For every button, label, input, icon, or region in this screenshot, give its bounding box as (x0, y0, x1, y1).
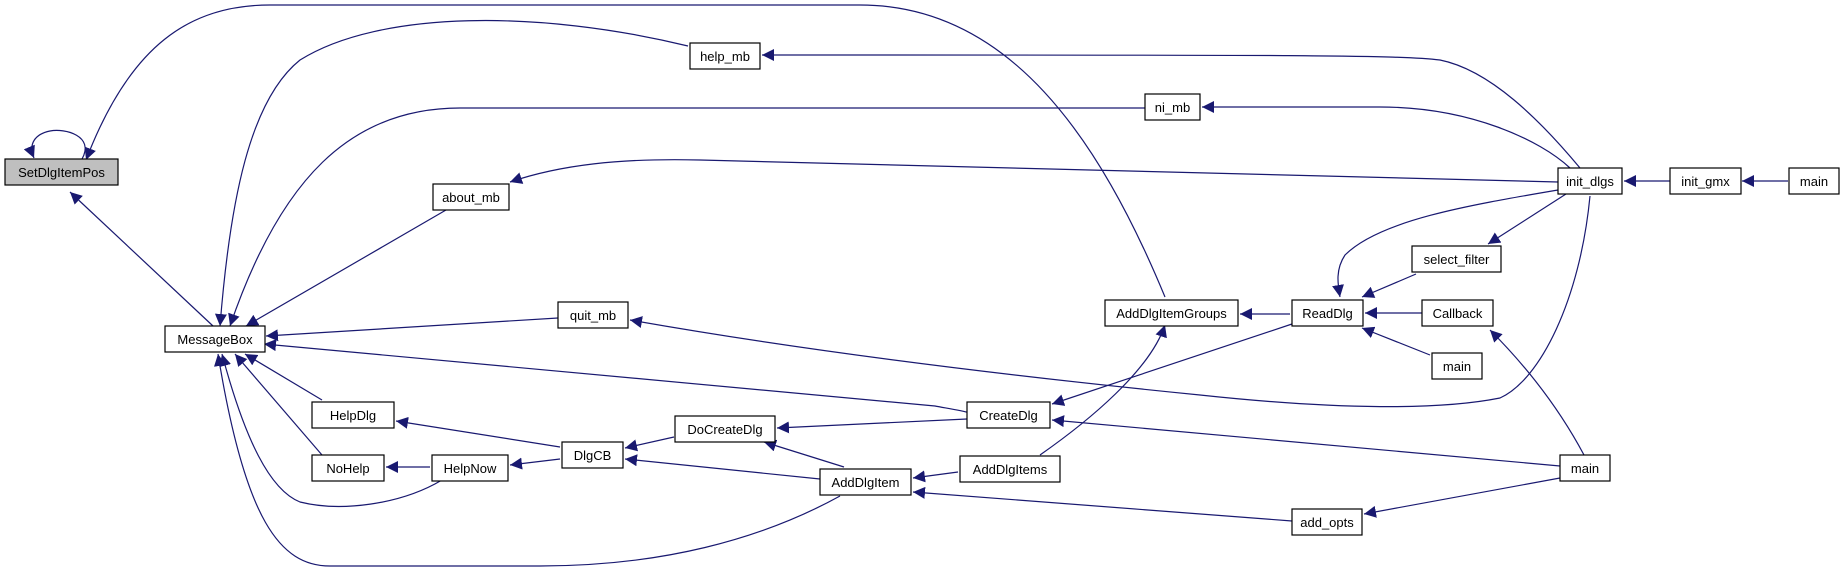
node-label: main (1571, 461, 1599, 476)
edge-adddlgitem-to-dlgcb (624, 454, 821, 480)
node-docreatedlg[interactable]: DoCreateDlg (674, 415, 776, 443)
node-label: CreateDlg (979, 408, 1038, 423)
edge-init_dlgs-to-readdlg (1332, 189, 1559, 298)
node-label: MessageBox (177, 332, 253, 347)
edge-messagebox-to-setdlgitempos (69, 191, 214, 327)
edge-createdlg-to-docreatedlg (776, 418, 968, 434)
edge-adddlgitems-to-adddlgitemgroups (1039, 324, 1167, 456)
edge-main_createdlg-to-callback (1489, 329, 1585, 456)
edge-dlgcb-to-helpdlg (395, 416, 561, 448)
node-label: NoHelp (326, 461, 369, 476)
node-about_mb[interactable]: about_mb (432, 183, 510, 211)
edge-help_mb-to-messagebox (214, 19, 689, 327)
node-callback[interactable]: Callback (1421, 299, 1494, 327)
node-ni_mb[interactable]: ni_mb (1144, 93, 1201, 121)
node-label: ReadDlg (1302, 306, 1353, 321)
edge-adddlgitem-to-messagebox (214, 353, 841, 567)
node-init_gmx[interactable]: init_gmx (1669, 167, 1742, 195)
node-label: HelpNow (444, 461, 497, 476)
node-label: quit_mb (570, 308, 616, 323)
node-adddlgitem[interactable]: AddDlgItem (819, 468, 912, 496)
edge-docreatedlg-to-dlgcb (624, 436, 675, 452)
node-adddlgitems[interactable]: AddDlgItems (959, 455, 1061, 483)
node-label: init_gmx (1681, 174, 1730, 189)
edge-main_createdlg-to-add_opts (1363, 477, 1561, 518)
node-label: DlgCB (574, 448, 612, 463)
node-helpdlg[interactable]: HelpDlg (311, 401, 395, 429)
node-label: HelpDlg (330, 408, 376, 423)
edge-nohelp-to-messagebox (234, 353, 323, 456)
edge-adddlgitem-to-docreatedlg (763, 439, 845, 468)
node-label: AddDlgItems (973, 462, 1048, 477)
node-select_filter[interactable]: select_filter (1411, 245, 1502, 273)
node-label: help_mb (700, 49, 750, 64)
node-init_dlgs[interactable]: init_dlgs (1557, 167, 1623, 195)
node-help_mb[interactable]: help_mb (689, 42, 761, 70)
node-label: SetDlgItemPos (18, 165, 105, 180)
node-messagebox[interactable]: MessageBox (164, 325, 266, 353)
edge-adddlgitemgroups-to-setdlgitempos (84, 4, 1166, 298)
edge-init_dlgs-to-about_mb (509, 159, 1559, 184)
edge-init_dlgs-to-select_filter (1487, 193, 1567, 245)
edge-adddlgitems-to-adddlgitem (912, 470, 959, 483)
edge-init_dlgs-to-quit_mb (629, 195, 1591, 408)
edge-quit_mb-to-messagebox (265, 317, 559, 342)
node-main-init_gmx[interactable]: main (1788, 167, 1840, 195)
edge-readdlg-to-createdlg (1051, 323, 1293, 406)
node-label: Callback (1433, 306, 1483, 321)
node-label: DoCreateDlg (687, 422, 762, 437)
node-label: AddDlgItem (832, 475, 900, 490)
node-main-readdlg[interactable]: main (1431, 352, 1483, 380)
node-main-createdlg[interactable]: main (1559, 454, 1611, 482)
node-label: select_filter (1424, 252, 1490, 267)
node-adddlgitemgroups[interactable]: AddDlgItemGroups (1104, 299, 1239, 327)
edge-ni_mb-to-messagebox (228, 107, 1145, 327)
edge-about_mb-to-messagebox (245, 209, 447, 327)
edge-init_dlgs-to-ni_mb (1202, 101, 1571, 169)
node-label: about_mb (442, 190, 500, 205)
edge-helpdlg-to-messagebox (244, 353, 323, 401)
edge-add_opts-to-adddlgitem (912, 486, 1293, 522)
edge-init_dlgs-to-help_mb (761, 49, 1581, 169)
node-dlgcb[interactable]: DlgCB (561, 441, 624, 469)
node-label: ni_mb (1155, 100, 1190, 115)
edge-select_filter-to-readdlg (1361, 273, 1417, 298)
edge-setdlgitempos-self (23, 129, 86, 160)
node-createdlg[interactable]: CreateDlg (966, 401, 1051, 429)
node-label: add_opts (1300, 515, 1354, 530)
node-label: init_dlgs (1566, 174, 1614, 189)
node-readdlg[interactable]: ReadDlg (1291, 299, 1364, 327)
node-label: main (1800, 174, 1828, 189)
edge-dlgcb-to-helpnow (509, 457, 561, 470)
node-setdlgitempos[interactable]: SetDlgItemPos (4, 158, 119, 186)
edge-main_createdlg-to-createdlg (1051, 415, 1561, 467)
node-add_opts[interactable]: add_opts (1291, 508, 1363, 536)
edge-main_readdlg-to-readdlg (1361, 326, 1431, 356)
node-label: main (1443, 359, 1471, 374)
node-label: AddDlgItemGroups (1116, 306, 1227, 321)
node-nohelp[interactable]: NoHelp (311, 454, 385, 482)
edge-helpnow-to-messagebox (219, 353, 443, 507)
node-quit_mb[interactable]: quit_mb (557, 301, 629, 329)
node-helpnow[interactable]: HelpNow (431, 454, 509, 482)
